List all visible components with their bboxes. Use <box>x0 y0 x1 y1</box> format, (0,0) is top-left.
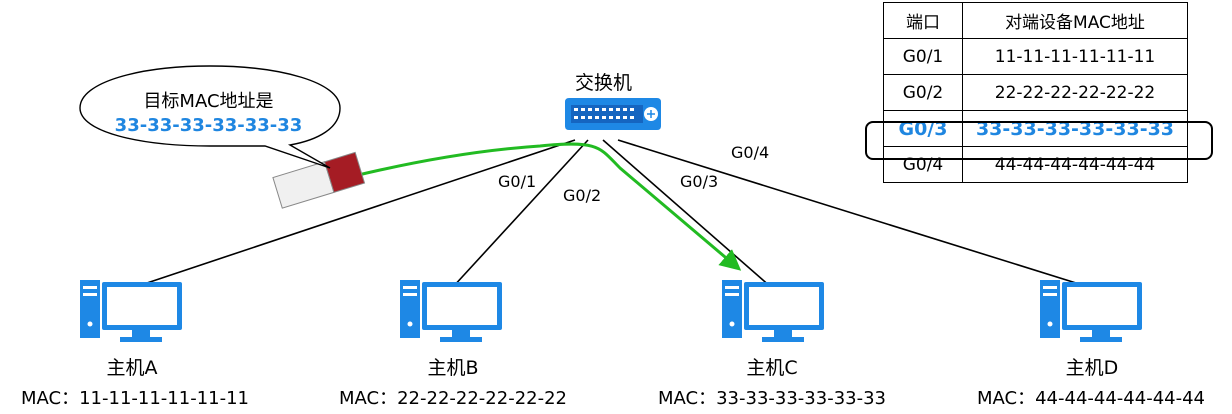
table-header-row: 端口 对端设备MAC地址 <box>883 2 1188 39</box>
port-label-g03: G0/3 <box>680 172 719 191</box>
host-mac-a: MAC：11-11-11-11-11-11 <box>21 388 249 409</box>
table-cell-port: G0/1 <box>883 38 963 75</box>
bubble-line-2: 33-33-33-33-33-33 <box>114 115 303 136</box>
port-label-g02: G0/2 <box>563 186 602 205</box>
table-cell-mac: 11-11-11-11-11-11 <box>962 38 1188 75</box>
computer-icon-b <box>400 280 502 342</box>
table-row: G0/1 11-11-11-11-11-11 <box>883 38 1188 75</box>
links <box>131 139 1093 289</box>
bubble-text: 目标MAC地址是 33-33-33-33-33-33 <box>86 90 331 138</box>
bubble-line-1: 目标MAC地址是 <box>143 91 274 112</box>
table-header-port: 端口 <box>883 2 963 39</box>
table-cell-mac: 22-22-22-22-22-22 <box>962 74 1188 111</box>
link-g01 <box>131 139 576 289</box>
table-row: G0/4 44-44-44-44-44-44 <box>883 146 1188 183</box>
table-cell-mac: 44-44-44-44-44-44 <box>962 146 1188 183</box>
host-name-a: 主机A <box>106 357 158 379</box>
table-row: G0/2 22-22-22-22-22-22 <box>883 74 1188 111</box>
link-g04 <box>617 139 1093 289</box>
mac-address-table: 端口 对端设备MAC地址 G0/1 11-11-11-11-11-11 G0/2… <box>883 2 1188 183</box>
host-name-c: 主机C <box>746 357 798 379</box>
table-cell-port: G0/3 <box>883 110 963 147</box>
frame-icon <box>272 151 366 209</box>
computer-icon-a <box>80 280 182 342</box>
table-header-mac: 对端设备MAC地址 <box>962 2 1188 39</box>
table-row-highlighted: G0/3 33-33-33-33-33-33 <box>883 110 1188 147</box>
port-label-g01: G0/1 <box>498 172 537 191</box>
highlight-box <box>865 121 1213 160</box>
link-g02 <box>451 139 589 289</box>
host-mac-b: MAC：22-22-22-22-22-22 <box>339 388 567 409</box>
computer-icon-c <box>722 280 824 342</box>
host-name-d: 主机D <box>1065 357 1119 379</box>
switch-label: 交换机 <box>575 72 633 94</box>
table-cell-mac: 33-33-33-33-33-33 <box>962 110 1188 147</box>
computer-icon-d <box>1040 280 1142 342</box>
host-mac-c: MAC：33-33-33-33-33-33 <box>658 388 886 409</box>
switch-icon <box>565 98 661 130</box>
frame-path-arrow <box>349 142 742 271</box>
port-label-g04: G0/4 <box>731 143 770 162</box>
table-cell-port: G0/2 <box>883 74 963 111</box>
speech-bubble <box>79 65 341 169</box>
link-g03 <box>602 139 773 289</box>
host-name-b: 主机B <box>427 357 479 379</box>
host-mac-d: MAC：44-44-44-44-44-44 <box>977 388 1205 409</box>
